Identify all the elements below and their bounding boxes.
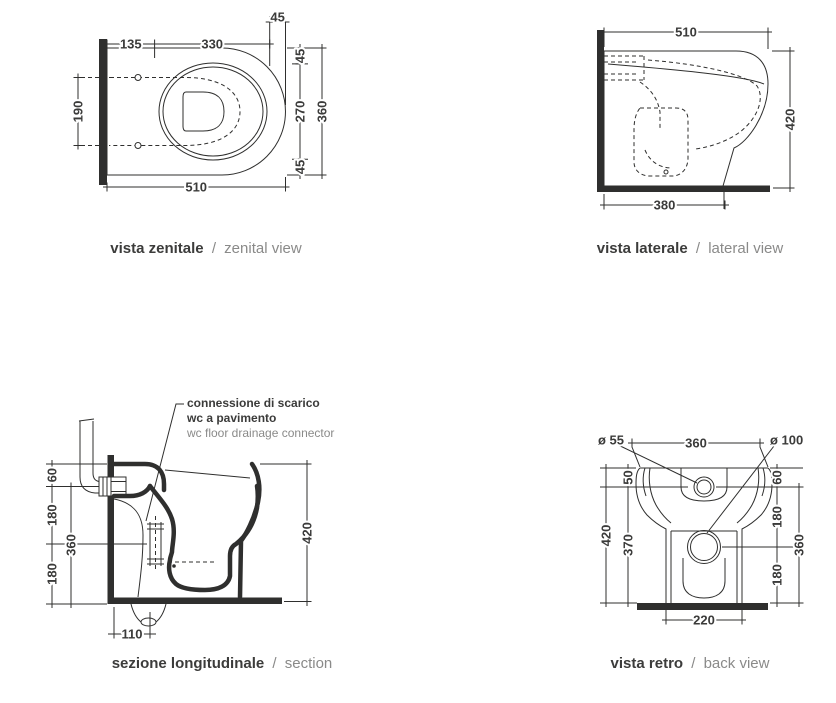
retro-caption-it: vista retro [611,655,684,672]
lateral-caption-sep: / [696,240,701,257]
seat-hidden-line [110,77,241,146]
dim-360-top: 360 [685,436,707,451]
rim-inner [162,66,264,157]
zenital-caption-sep: / [212,240,217,257]
dim-220: 220 [693,613,715,628]
dim-60: 60 [770,470,785,484]
zenital-dimension-lines [73,16,327,192]
dim-420: 420 [300,522,315,544]
section-view: connessione di scarico wc a pavimento wc… [43,396,335,672]
dim-50: 50 [621,470,636,484]
annotation-line3: wc floor drainage connector [186,426,334,440]
inlet-hole-inner [696,479,712,495]
ceramic-section [111,461,262,600]
inlet-leader [611,441,698,484]
lateral-caption-it: vista laterale [597,240,688,257]
retro-view: ø 55 ø 100 360 50 420 370 60 180 180 360… [596,431,809,673]
body-profile [603,50,769,187]
pedestal-outline [113,498,144,598]
dim-510: 510 [185,180,207,195]
annotation: connessione di scarico wc a pavimento wc… [186,396,334,440]
dim-135: 135 [120,37,142,52]
lateral-dimension-lines [600,27,795,210]
annotation-line1: connessione di scarico [187,396,320,410]
dim-180-bottom: 180 [45,563,60,585]
outlet-hole-inner [690,533,718,561]
dim-inlet-diameter: ø 55 [598,433,624,448]
section-caption-sep: / [272,655,277,672]
zenital-caption: vista zenitale / zenital view [110,240,302,257]
wall-bar [99,39,107,185]
retro-caption-sep: / [691,655,696,672]
section-dimension-lines [46,460,312,639]
retro-dimension-lines [600,438,804,625]
section-caption: sezione longitudinale / section [112,655,333,672]
dim-270: 270 [293,101,308,123]
inlet-spud [98,476,127,497]
annotation-line2: wc a pavimento [186,411,276,425]
section-caption-it: sezione longitudinale [112,655,265,672]
rim-outer [158,62,268,161]
dim-360: 360 [64,534,79,556]
floor-bar [107,597,282,604]
floor-bar [597,185,770,192]
floor-bar [637,603,768,610]
rim-far-edge [164,469,251,479]
inlet-hole-outer [693,476,715,498]
dim-360-right: 360 [792,534,807,556]
dim-190: 190 [71,101,86,123]
supply-pipe [78,418,100,494]
drain-connector [147,516,164,572]
dim-180-top: 180 [770,506,785,528]
drain-pipe-below-floor [130,603,167,627]
retro-caption-en: back view [704,655,770,672]
wall-bar [107,455,114,604]
lateral-dimension-labels: 510 420 380 [652,23,800,215]
dim-60: 60 [45,468,60,482]
dim-180-mid: 180 [45,504,60,526]
retro-dimension-labels: ø 55 ø 100 360 50 420 370 60 180 180 360… [596,431,809,630]
zenital-caption-en: zenital view [224,240,302,257]
rim-inner-line [607,63,765,85]
dim-510: 510 [675,25,697,40]
zenital-caption-it: vista zenitale [110,240,203,257]
section-dimension-labels: 60 180 180 360 420 110 [43,466,317,644]
body-outline [635,467,773,603]
section-caption-en: section [285,655,333,672]
lateral-caption-en: lateral view [708,240,783,257]
fixing-dot [663,169,669,175]
lateral-caption: vista laterale / lateral view [597,240,784,257]
zenital-view: 45 135 330 190 45 270 45 360 510 vista z… [69,8,332,258]
lateral-view: 510 420 380 vista laterale / lateral vie… [597,23,800,258]
dim-380: 380 [654,198,676,213]
dim-110: 110 [122,627,143,642]
inner-bowl-outline [182,91,225,132]
hidden-internals [604,55,761,177]
hinge-extension-lines [74,77,110,146]
hinge-hole-top [134,74,142,81]
outlet-hole-outer [687,530,721,564]
zenital-dimension-labels: 45 135 330 190 45 270 45 360 510 [69,8,332,197]
dim-420: 420 [599,525,614,547]
annotation-leader [145,403,184,522]
dim-45-right-top: 45 [293,49,308,63]
retro-caption: vista retro / back view [611,655,770,672]
dim-180-bottom: 180 [770,564,785,586]
dim-360-right: 360 [315,101,330,123]
dim-45-right-bottom: 45 [293,160,308,174]
dim-outlet-diameter: ø 100 [770,433,803,448]
bowl-outline [106,47,286,176]
dim-330: 330 [201,37,223,52]
fixing-dot [172,564,176,568]
hinge-hole-bottom [134,142,142,149]
dim-45-top: 45 [270,10,284,25]
dim-370: 370 [621,534,636,556]
wall-bar [597,30,604,192]
outlet-leader [706,445,775,534]
dim-420: 420 [783,109,798,131]
